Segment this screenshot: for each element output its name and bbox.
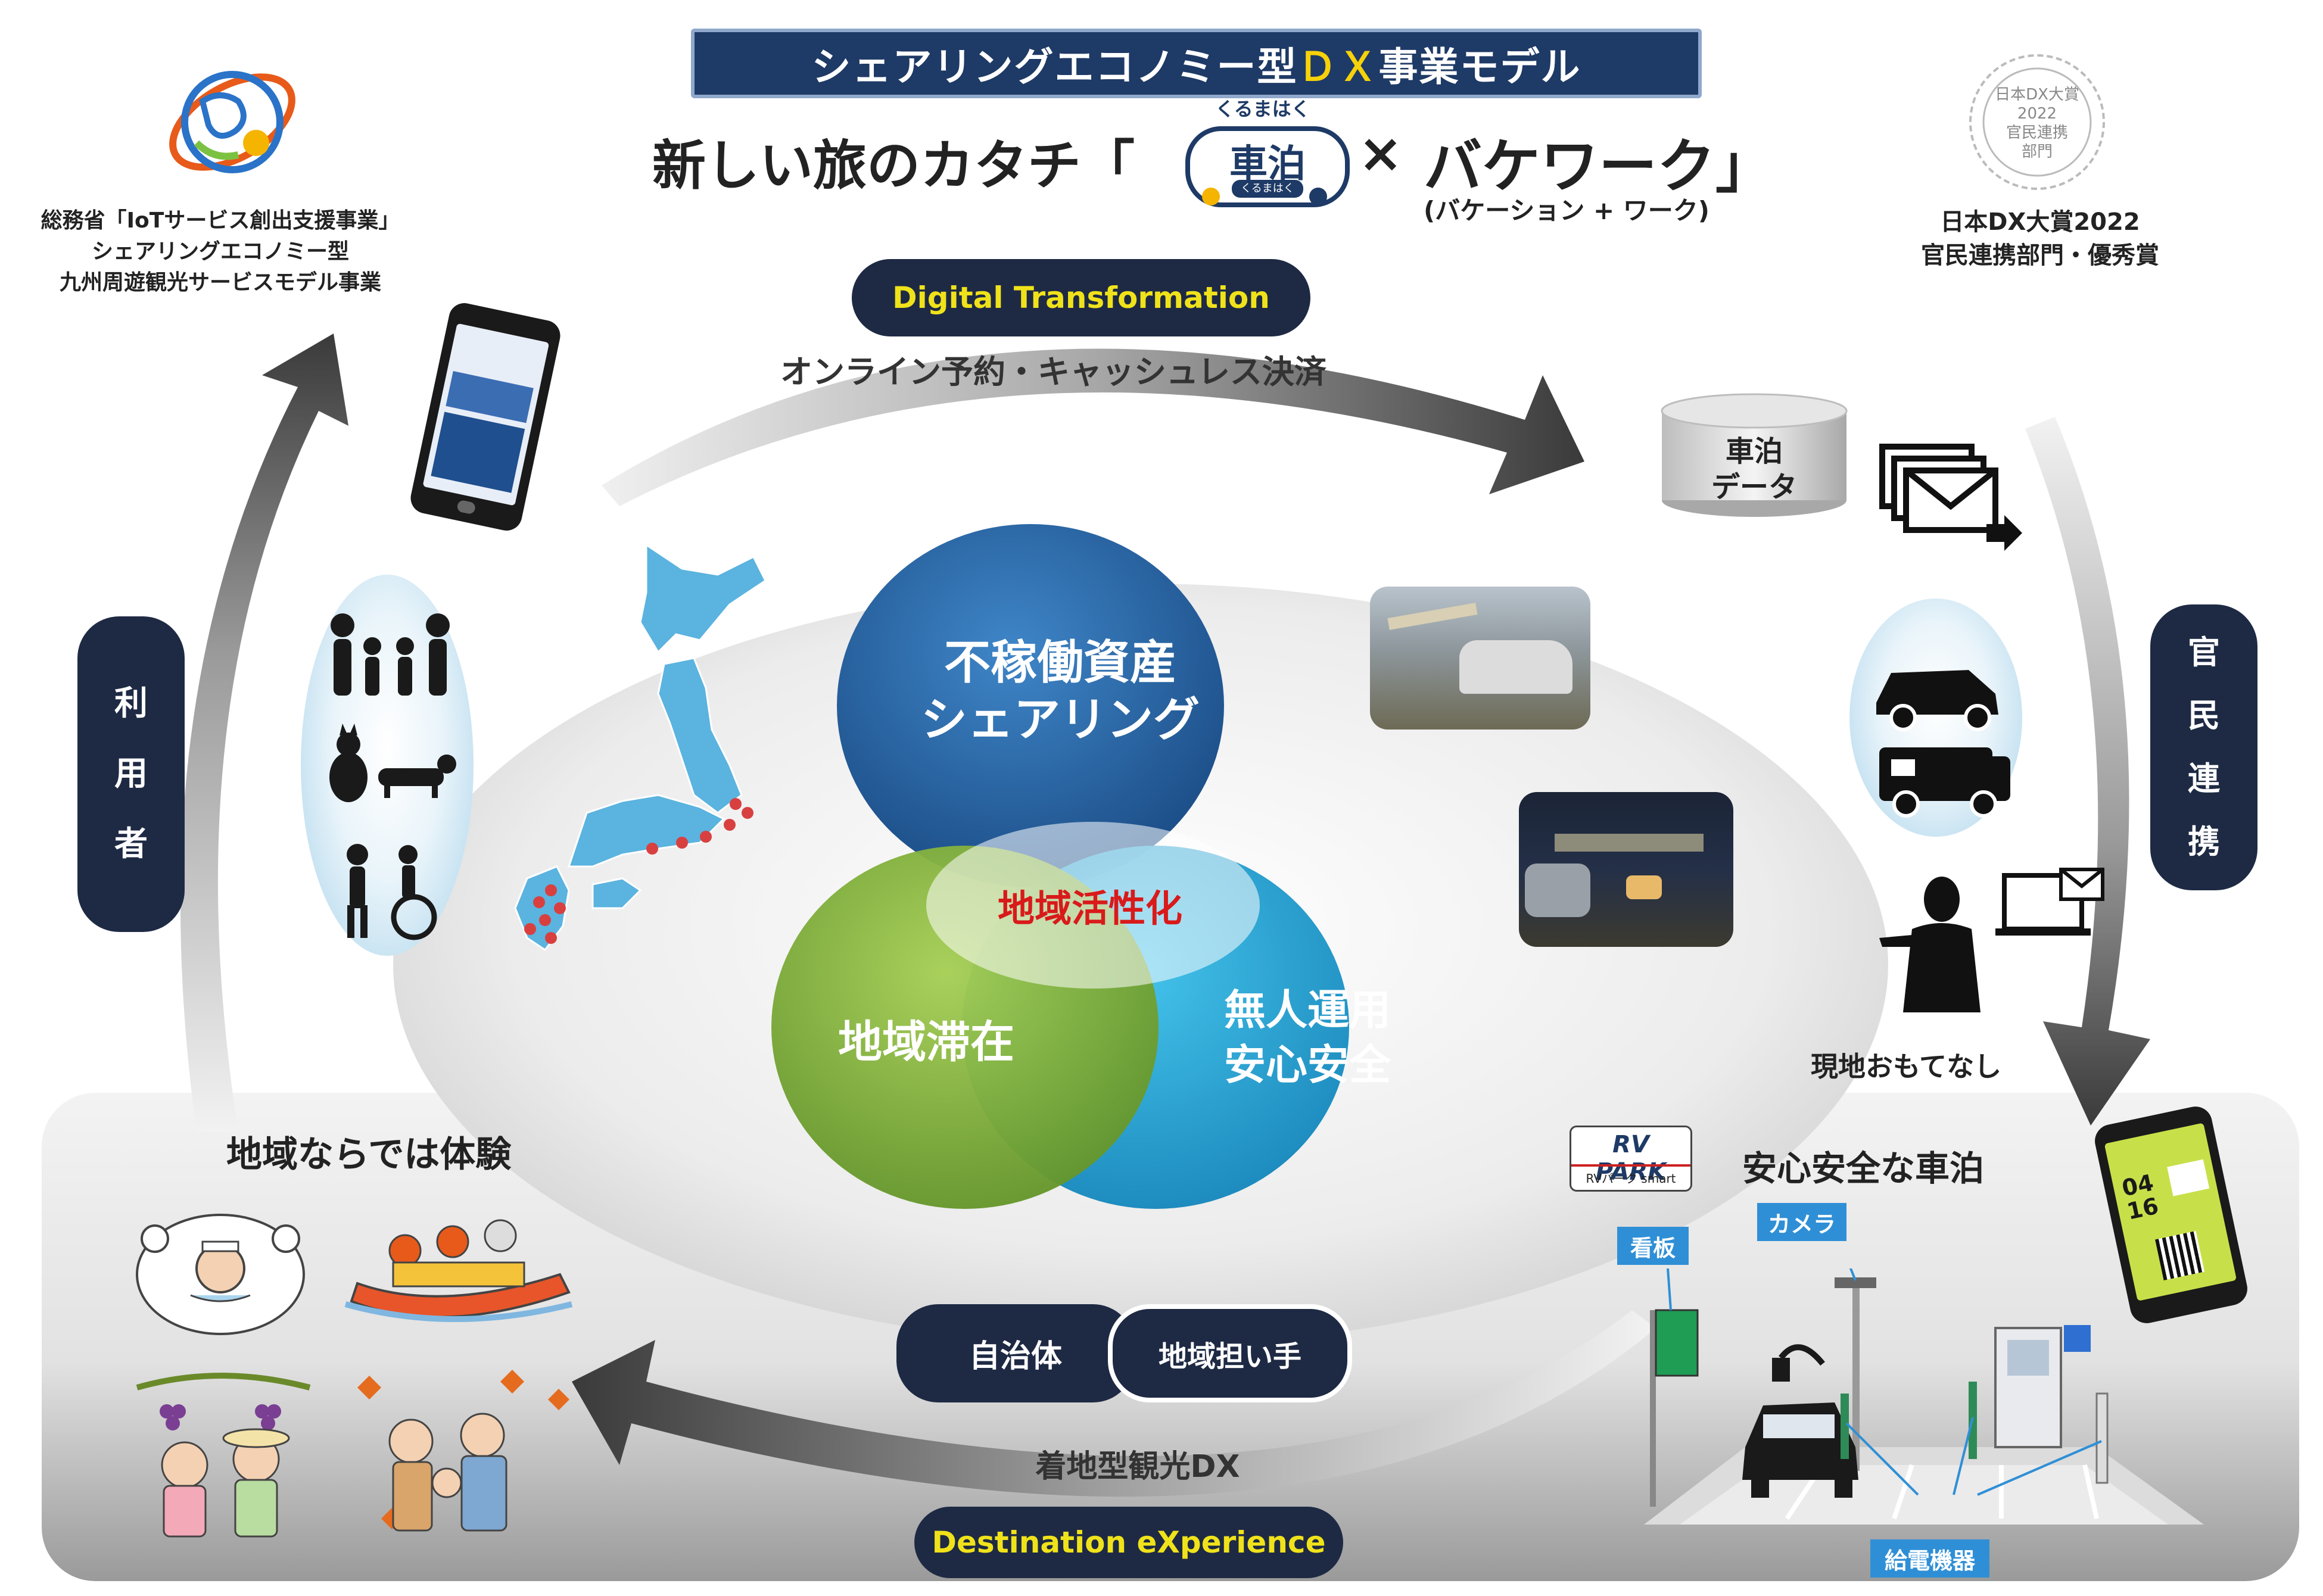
- autumn-family-icon: [357, 1370, 569, 1532]
- local-experience-illustrations: [136, 1214, 573, 1538]
- right-arrow: [2025, 417, 2150, 1126]
- signboard-tag: 看板: [1617, 1227, 1689, 1265]
- rvpark-logo-text: RV PARK: [1595, 1131, 1667, 1186]
- camera-tag: カメラ: [1757, 1203, 1846, 1241]
- rvpark-logo: RV PARK RVパーク smart: [1570, 1126, 1692, 1192]
- ministry-line-2: シェアリングエコノミー型: [91, 239, 349, 264]
- venn-top-line-2: シェアリング: [920, 693, 1200, 747]
- charger-tag: 給電機器: [1870, 1539, 1989, 1578]
- logo-ruby: くるまはく: [1215, 98, 1310, 120]
- safe-car-stay-title: 安心安全な車泊: [1742, 1148, 1985, 1189]
- public-private-char-4: 携: [2188, 823, 2220, 861]
- bottom-arrow: [572, 1310, 1656, 1497]
- logo-sub: くるまはく: [1232, 180, 1303, 198]
- award-seal: 日本DX大賞 2022 官民連携 部門: [1966, 51, 2109, 194]
- municipality-pill: 自治体: [896, 1304, 1135, 1402]
- digital-transformation-pill: Digital Transformation: [852, 259, 1310, 336]
- parking-scene-icon: [1644, 1268, 2204, 1525]
- database-label: 車泊 データ: [1656, 434, 1852, 505]
- banner-suffix: 事業モデル: [1378, 43, 1581, 90]
- award-caption: 日本DX大賞2022 官民連携部門・優秀賞: [1864, 205, 2216, 272]
- seal-line-2: 2022: [2017, 105, 2057, 123]
- users-char-1: 利: [114, 684, 148, 723]
- venn-diagram: [771, 524, 1349, 1209]
- venn-right-line-1: 無人運用: [1224, 986, 1391, 1034]
- venn-center-highlight: [926, 822, 1260, 989]
- ministry-line-3: 九州周遊観光サービスモデル事業: [59, 270, 381, 295]
- logo-text: 車泊: [1229, 142, 1306, 186]
- local-bearers-pill: 地域担い手: [1108, 1304, 1352, 1402]
- logo-wheel-left-icon: [1202, 188, 1220, 205]
- seal-line-3: 官民連携: [2006, 124, 2068, 142]
- award-seal-icon: [1969, 54, 2105, 190]
- kurumahaku-logo: 車泊 くるまはく: [1185, 126, 1350, 207]
- venn-left-label: 地域滞在: [838, 1017, 1014, 1068]
- phone-date-day: 16: [2124, 1192, 2161, 1225]
- award-line-1: 日本DX大賞2022: [1940, 208, 2140, 236]
- banner-dx: ＤＸ: [1297, 43, 1379, 90]
- family-pets-accessibility-icon: [329, 613, 456, 940]
- users-char-3: 者: [114, 825, 148, 864]
- venn-center-label: 地域活性化: [997, 887, 1182, 930]
- local-experience-title: 地域ならでは体験: [226, 1134, 512, 1176]
- japan-map-icon: [514, 543, 767, 952]
- hospitality-label: 現地おもてなし: [1811, 1051, 2002, 1083]
- bottom-cycle-caption: 着地型観光DX: [1035, 1449, 1240, 1485]
- seal-line-4: 部門: [2021, 143, 2053, 161]
- rafting-icon: [344, 1219, 573, 1322]
- public-private-char-2: 民: [2188, 697, 2220, 734]
- venn-right-label: 無人運用 安心安全: [1144, 983, 1471, 1092]
- headline-times: ×: [1358, 122, 1403, 185]
- ministry-caption: 総務省「IoTサービス創出支援事業」 シェアリングエコノミー型 九州周遊観光サー…: [12, 205, 429, 298]
- users-char-2: 用: [114, 755, 148, 793]
- destination-experience-pill: Destination eXperience: [914, 1507, 1343, 1578]
- top-cycle-caption: オンライン予約・キャッシュレス決済: [780, 353, 1326, 391]
- venn-top-label: 不稼働資産 シェアリング: [882, 634, 1239, 749]
- banner-text: シェアリングエコノミー型: [811, 43, 1298, 90]
- users-oval: [301, 575, 474, 956]
- headline-note: (バケーション + ワーク): [1424, 196, 1709, 225]
- venn-circle-top: [837, 524, 1224, 887]
- users-pill: 利 用 者: [77, 616, 185, 932]
- car-camper-icon: [1876, 670, 2010, 818]
- onsen-icon: [136, 1214, 305, 1335]
- venn-top-line-1: 不稼働資産: [943, 636, 1176, 690]
- phone-date: 04 16: [2120, 1170, 2161, 1225]
- award-line-2: 官民連携部門・優秀賞: [1921, 242, 2159, 269]
- ministry-line-1: 総務省「IoTサービス創出支援事業」: [41, 208, 400, 233]
- database-line-2: データ: [1711, 470, 1797, 504]
- public-private-char-1: 官: [2188, 634, 2220, 671]
- database-line-1: 車泊: [1725, 435, 1783, 468]
- award-seal-text: 日本DX大賞 2022 官民連携 部門: [1966, 85, 2109, 161]
- kurumahaku-database: 車泊 データ: [1656, 393, 1852, 518]
- hospitality-person-laptop-icon: [1879, 868, 2104, 1012]
- rvpark-logo-sub: RVパーク smart: [1586, 1171, 1676, 1186]
- top-arrow: [602, 348, 1584, 506]
- seal-line-1: 日本DX大賞: [1995, 86, 2079, 104]
- ministry-logo-icon: [169, 71, 295, 173]
- headline-left: 新しい旅のカタチ「: [652, 135, 1135, 197]
- vehicle-oval: [1849, 598, 2022, 837]
- venn-right-line-2: 安心安全: [1224, 1040, 1391, 1089]
- headline-right: バケワーク」: [1424, 133, 1774, 201]
- logo-wheel-right-icon: [1309, 188, 1327, 205]
- public-private-char-3: 連: [2188, 760, 2220, 797]
- left-arrow: [180, 333, 348, 1131]
- photo-car-tent: [1370, 587, 1590, 730]
- public-private-pill: 官 民 連 携: [2150, 604, 2257, 890]
- grape-picking-icon: [136, 1373, 311, 1538]
- database-icon: [1661, 393, 1848, 517]
- mail-send-icon: [1879, 444, 2022, 551]
- photo-night-tent: [1519, 792, 1733, 947]
